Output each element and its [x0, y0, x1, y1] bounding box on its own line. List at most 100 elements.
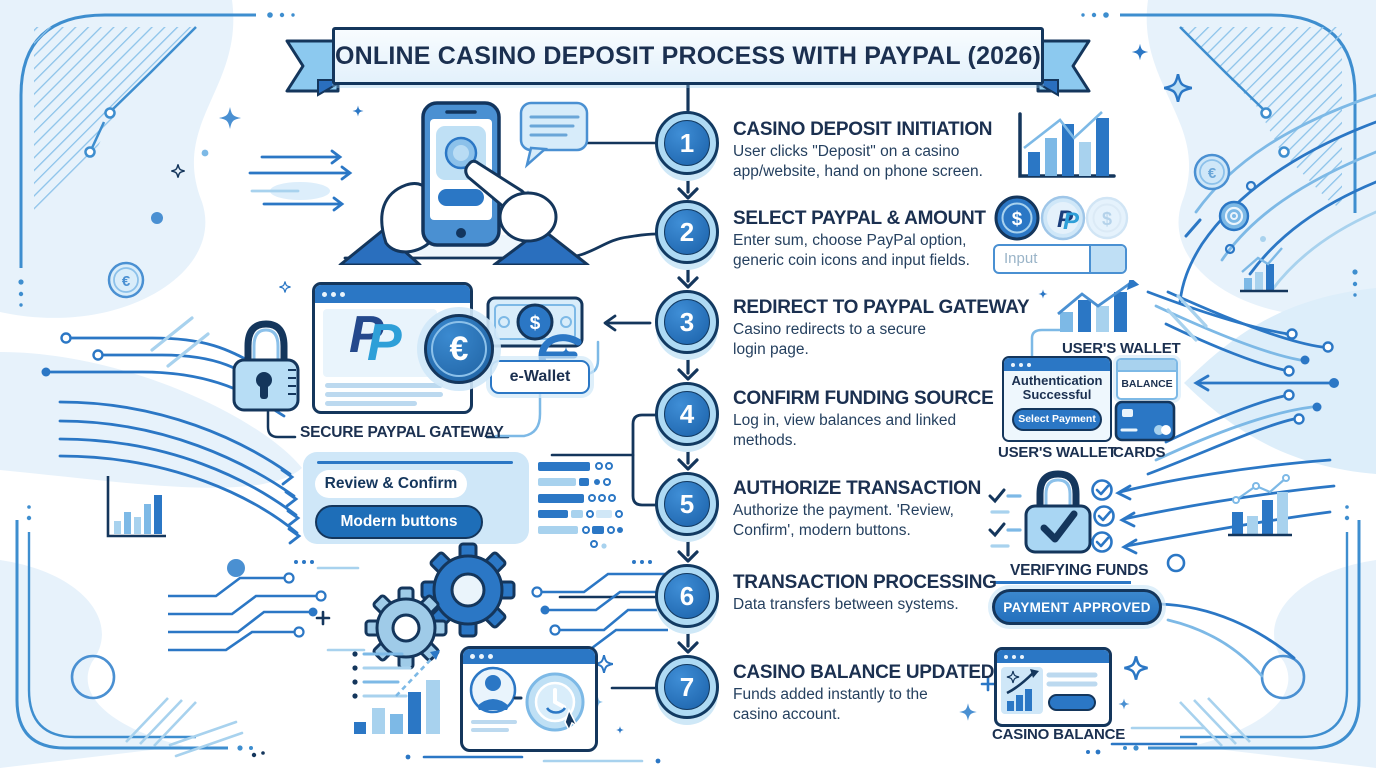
svg-text:$: $	[1102, 209, 1112, 229]
right-cuff-icon	[492, 227, 590, 265]
mini-chart-bottom-right	[1228, 474, 1292, 537]
deposit-chart-icon	[1018, 111, 1116, 178]
titlebar-dot	[331, 291, 336, 297]
step-heading-4: CONFIRM FUNDING SOURCE	[733, 388, 994, 409]
payment-approved-badge[interactable]: PAYMENT APPROVED	[992, 589, 1162, 625]
titlebar-dot	[479, 654, 484, 659]
titlebar-dot	[322, 291, 327, 297]
input-placeholder: Input	[995, 246, 1091, 272]
dollar-coin-icon: $	[994, 195, 1040, 241]
step-description-3: Casino redirects to a secure login page.	[733, 321, 926, 358]
euro-coin-top-right: €	[1193, 153, 1231, 191]
step-number-7: 7	[664, 664, 710, 710]
step-circle-2: 2	[655, 200, 719, 264]
svg-text:$: $	[1012, 209, 1023, 230]
corner-frame-bottom-left	[15, 505, 253, 751]
step-circle-5: 5	[655, 472, 719, 536]
right-funnel-circuit	[1146, 290, 1339, 476]
balance-box-header	[1118, 360, 1176, 372]
svg-text:P: P	[1057, 206, 1074, 233]
titlebar-dot	[1020, 654, 1024, 659]
paypal-logo-icon-front: P	[367, 314, 402, 372]
spiral-coin	[1218, 200, 1250, 232]
titlebar-dot	[470, 654, 475, 659]
step-heading-1: CASINO DEPOSIT INITIATION	[733, 119, 993, 140]
step-number-2: 2	[664, 209, 710, 255]
ewallet-label: e-Wallet	[490, 360, 590, 394]
gears-circuit-illustration	[168, 542, 668, 670]
corner-frame-bottom-right	[1123, 505, 1361, 751]
left-arrows	[248, 149, 353, 212]
select-payment-button[interactable]: Select Payment	[1012, 407, 1102, 431]
text-line	[325, 401, 417, 406]
gear-large-icon	[420, 542, 516, 638]
growth-chart-illustration	[352, 650, 440, 734]
title-banner: ONLINE CASINO DEPOSIT PROCESS WITH PAYPA…	[332, 27, 1044, 85]
browser-titlebar	[1004, 358, 1110, 371]
faded-dollar-coin-icon: $	[1085, 196, 1129, 240]
step-number-3: 3	[664, 299, 710, 345]
deposit-button-icon	[438, 189, 484, 206]
dot	[227, 559, 245, 577]
wallet-chart-label: USER'S WALLET	[1062, 340, 1181, 357]
verify-lock-icon	[1024, 470, 1092, 554]
cursor-icon	[564, 708, 579, 732]
home-button-icon	[456, 228, 466, 238]
right-hand-icon	[498, 191, 558, 243]
modern-buttons-button[interactable]: Modern buttons	[315, 505, 483, 539]
auth-status-line2: Successful	[1022, 387, 1092, 403]
checklist-icon	[988, 488, 1022, 548]
step-heading-3: REDIRECT TO PAYPAL GATEWAY	[733, 297, 1030, 318]
svg-text:P: P	[1063, 208, 1080, 235]
dot	[201, 149, 209, 157]
titlebar-dot	[340, 291, 345, 297]
divider-line	[317, 461, 513, 464]
processing-window-body	[469, 666, 585, 732]
page-title: ONLINE CASINO DEPOSIT PROCESS WITH PAYPA…	[334, 41, 1042, 70]
paypal-coin-icon: P P	[1040, 195, 1086, 241]
svg-text:$: $	[530, 313, 541, 334]
review-confirm-panel: Review & Confirm Modern buttons	[303, 452, 529, 544]
titlebar-dot	[1027, 362, 1031, 367]
dot	[151, 212, 163, 224]
browser-titlebar	[997, 650, 1109, 663]
step-number-5: 5	[664, 481, 710, 527]
step-circle-3: 3	[655, 290, 719, 354]
step-circle-1: 1	[655, 111, 719, 175]
text-line	[325, 392, 443, 397]
step-description-5: Authorize the payment. 'Review, Confirm'…	[733, 502, 954, 539]
dot	[1260, 236, 1266, 242]
step-description-1: User clicks "Deposit" on a casino app/we…	[733, 143, 983, 180]
phone-tap-illustration	[338, 101, 590, 265]
padlock-icon	[232, 320, 300, 412]
amount-input-field[interactable]: Input	[993, 244, 1127, 274]
step-circle-4: 4	[655, 382, 719, 446]
browser-titlebar	[463, 649, 595, 664]
step-description-4: Log in, view balances and linked methods…	[733, 412, 957, 449]
balance-button-icon	[1048, 694, 1096, 711]
mini-bar-chart-left	[106, 476, 166, 538]
step-circle-7: 7	[655, 655, 719, 719]
review-confirm-button[interactable]: Review & Confirm	[315, 470, 467, 498]
secure-gateway-label: SECURE PAYPAL GATEWAY	[300, 424, 504, 441]
dollar-bill-icon: $	[486, 296, 584, 378]
step-heading-7: CASINO BALANCE UPDATED	[733, 662, 995, 683]
step-description-7: Funds added instantly to the casino acco…	[733, 686, 928, 723]
check-circles-icon	[1091, 479, 1115, 553]
balance-label: BALANCE	[1121, 378, 1173, 390]
titlebar-dot	[1004, 654, 1008, 659]
cards-label: CARDS	[1113, 444, 1166, 461]
input-button[interactable]	[1091, 246, 1125, 272]
verifying-funds-label: VERIFYING FUNDS	[1010, 562, 1149, 579]
step-heading-6: TRANSACTION PROCESSING	[733, 572, 997, 593]
payment-coins-row: $ P P $	[994, 195, 1129, 241]
paypal-logo-icon: P	[349, 306, 384, 364]
browser-titlebar	[315, 285, 470, 303]
euro-coin-top-left: €	[107, 261, 145, 299]
auth-window: Authentication Successful Select Payment	[1002, 356, 1112, 442]
balance-box: BALANCE	[1116, 358, 1178, 400]
corner-frame-top-left	[18, 12, 295, 307]
wallet-chart-icon	[1057, 280, 1140, 332]
titlebar-dot	[488, 654, 493, 659]
